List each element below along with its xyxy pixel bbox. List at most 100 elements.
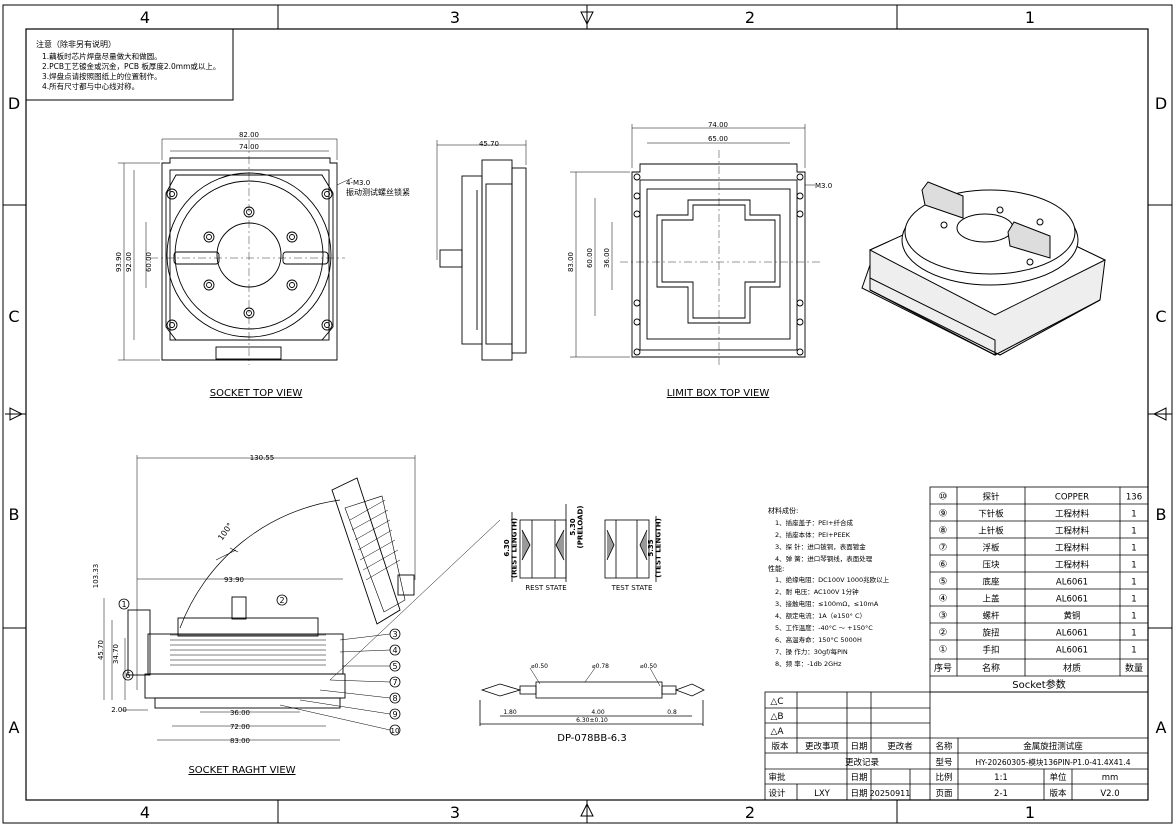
bom-name-4: 浮板 bbox=[982, 543, 1000, 554]
bom-qty-7: 1 bbox=[1131, 595, 1136, 605]
bom-qty-4: 1 bbox=[1131, 544, 1136, 554]
materials-line-4: 4、弹 簧：进口琴钢线，表面处理 bbox=[775, 554, 873, 563]
socket-side-view bbox=[436, 140, 527, 361]
materials-line-2: 2、插座本体：PEI+PEEK bbox=[775, 530, 851, 539]
dim-side-457: 45.70 bbox=[479, 140, 499, 148]
dim-limit-83: 83.00 bbox=[567, 252, 575, 272]
tb-model-label: 型号 bbox=[935, 758, 952, 768]
dim-right-36: 36.00 bbox=[230, 709, 250, 717]
screw-label-limit: M3.0 bbox=[815, 182, 832, 190]
tb-design: 设计 bbox=[768, 788, 786, 799]
bom-title: Socket参数 bbox=[1012, 678, 1065, 691]
bom-header-no: 序号 bbox=[934, 662, 952, 674]
dim-limit-65: 65.00 bbox=[708, 135, 728, 143]
bom-name-1: 探针 bbox=[982, 492, 1000, 503]
title-block-lines bbox=[764, 691, 1149, 801]
bom-no-2: ⑨ bbox=[939, 509, 948, 520]
bom-material-5: 工程材料 bbox=[1055, 560, 1090, 571]
materials-spec: 材料成份: 1、插座盖子：PEI+纤合成 2、插座本体：PEI+PEEK 3、探… bbox=[768, 506, 890, 668]
tb-model-value: HY-20260305-模块136PIN-P1.0-41.4X41.4 bbox=[976, 757, 1131, 767]
bom-no-10: ① bbox=[939, 645, 948, 656]
dim-right-83: 83.00 bbox=[230, 737, 250, 745]
rest-state-label: REST STATE bbox=[525, 584, 566, 592]
bom-header-qty: 数量 bbox=[1125, 662, 1143, 674]
dim-top-60: 60.00 bbox=[145, 252, 153, 272]
bom-name-5: 压块 bbox=[982, 560, 1000, 571]
bom-qty-2: 1 bbox=[1131, 510, 1136, 520]
balloon-4: 4 bbox=[392, 646, 397, 655]
dim-limit-36: 36.00 bbox=[603, 248, 611, 268]
zone-row-c-left: C bbox=[8, 307, 19, 326]
materials-line-1: 1、插座盖子：PEI+纤合成 bbox=[775, 518, 854, 527]
zone-row-d-right: D bbox=[1155, 94, 1167, 113]
probe-caption: DP-078BB-6.3 bbox=[557, 733, 626, 744]
materials-title: 材料成份: bbox=[768, 506, 798, 515]
notes-box bbox=[25, 28, 234, 101]
bom-qty-9: 1 bbox=[1131, 629, 1136, 639]
pin-states bbox=[511, 504, 657, 582]
materials-line-3: 3、探 针：进口铍铜，表面镀金 bbox=[775, 542, 866, 551]
socket-right-view bbox=[103, 455, 416, 741]
bom-material-8: 黄铜 bbox=[1063, 611, 1080, 622]
tb-date-label-2: 日期 bbox=[850, 789, 867, 799]
perf-line-6: 6、高温寿命：150°C 5000H bbox=[775, 635, 862, 644]
balloons: 1 2 3 4 5 6 7 8 9 10 bbox=[118, 519, 501, 736]
socket-isometric-view bbox=[861, 181, 1107, 356]
zone-ticks bbox=[3, 5, 1172, 823]
limit-box-top-view bbox=[570, 124, 820, 365]
zone-row-a-right: A bbox=[1156, 718, 1167, 737]
bom-qty-10: 1 bbox=[1131, 646, 1136, 656]
rev-record: 更改记录 bbox=[845, 757, 880, 768]
inner-frame bbox=[25, 28, 1149, 801]
bom-name-9: 旋扭 bbox=[982, 628, 1000, 639]
bom-no-5: ⑥ bbox=[939, 560, 948, 571]
balloon-6: 6 bbox=[125, 671, 130, 680]
bom-qty-6: 1 bbox=[1131, 578, 1136, 588]
notes-line-2: 2.PCB工艺镀金或沉金，PCB 板厚度2.0mm或以上。 bbox=[42, 61, 220, 71]
socket-top-view bbox=[118, 138, 353, 365]
bom-name-7: 上盖 bbox=[982, 594, 1000, 605]
screw-label-top: 4-M3.0 bbox=[346, 179, 370, 187]
perf-title: 性能: bbox=[768, 564, 784, 573]
probe-d1: ⌀0.50 bbox=[531, 663, 548, 670]
bom-no-7: ④ bbox=[939, 594, 948, 605]
perf-line-2: 2、耐 电压：AC100V 1分钟 bbox=[775, 587, 859, 596]
tb-name-value: 金属旋扭测试座 bbox=[1023, 741, 1083, 752]
balloon-2: 2 bbox=[279, 596, 284, 605]
probe-l1: 1.80 bbox=[503, 709, 517, 716]
bom-header-material: 材质 bbox=[1063, 662, 1081, 674]
tb-page-label: 页面 bbox=[935, 789, 953, 799]
balloon-9: 9 bbox=[392, 710, 397, 719]
bom-material-7: AL6061 bbox=[1056, 595, 1088, 605]
dim-right-13055: 130.55 bbox=[250, 454, 275, 462]
perf-line-5: 5、工作温度：-40°C ～ +150°C bbox=[775, 623, 873, 632]
tb-date-value: 20250911 bbox=[870, 789, 911, 798]
bom-no-3: ⑧ bbox=[939, 526, 948, 537]
bom-material-10: AL6061 bbox=[1056, 646, 1088, 656]
dim-limit-60: 60.00 bbox=[586, 248, 594, 268]
bom-qty-3: 1 bbox=[1131, 527, 1136, 537]
perf-line-3: 3、接触电阻：≤100mΩ，≤10mA bbox=[775, 599, 879, 608]
tb-designer: LXY bbox=[814, 789, 831, 799]
bom-qty-5: 1 bbox=[1131, 561, 1136, 571]
bom-no-6: ⑤ bbox=[939, 577, 948, 588]
zone-col-1-bottom: 1 bbox=[1025, 803, 1035, 822]
dim-right-angle: 100° bbox=[216, 521, 234, 542]
pin-preload: 5.30(PRELOAD) bbox=[569, 506, 585, 549]
bom-material-9: AL6061 bbox=[1056, 629, 1088, 639]
rev-header-change: 更改事项 bbox=[805, 741, 840, 752]
balloon-circle-1 bbox=[118, 598, 130, 610]
probe-d2: ⌀0.78 bbox=[592, 663, 609, 670]
tb-scale-value: 1:1 bbox=[994, 773, 1008, 783]
bom-no-4: ⑦ bbox=[939, 543, 948, 554]
bom-material-3: 工程材料 bbox=[1055, 526, 1090, 537]
dim-right-72: 72.00 bbox=[230, 723, 250, 731]
probe-total: 6.30±0.10 bbox=[576, 717, 608, 724]
zone-row-b-left: B bbox=[9, 505, 20, 524]
bom-table bbox=[929, 486, 1149, 693]
dim-right-2: 2.00 bbox=[111, 706, 127, 714]
zone-row-b-right: B bbox=[1156, 505, 1167, 524]
tb-version-value: V2.0 bbox=[1100, 789, 1119, 799]
